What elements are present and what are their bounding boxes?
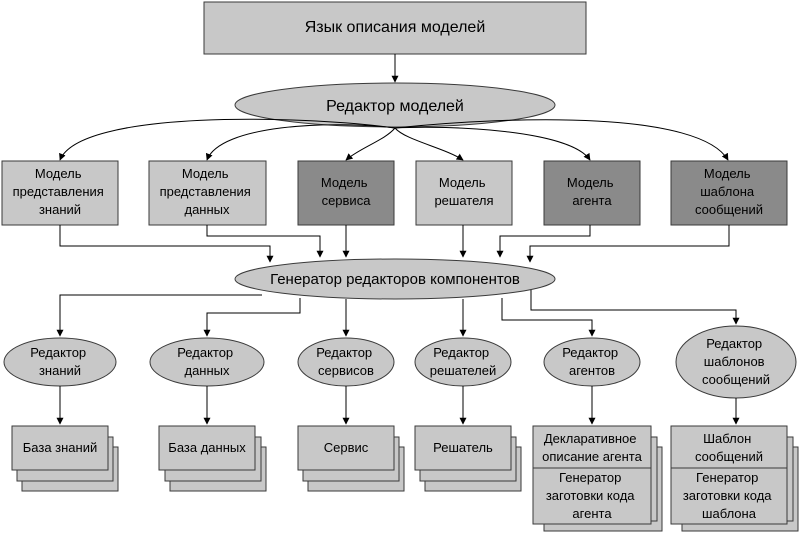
- connector: [501, 298, 596, 337]
- model-editor-ellipse: Редактор моделей: [234, 82, 556, 128]
- model-data-box: Модель представления данных: [148, 160, 267, 226]
- editor-agents-label: Редактор агентов: [562, 345, 622, 378]
- model-solver-box: Модель решателя: [415, 160, 513, 226]
- agent-gen-label: Генератор заготовки кода агента: [546, 470, 638, 521]
- agent-decl-label: Декларативное описание агента: [542, 431, 642, 464]
- editor-services-ellipse: Редактор сервисов: [297, 337, 395, 387]
- model-knowledge-box: Модель представления знаний: [1, 160, 119, 226]
- editor-data-ellipse: Редактор данных: [149, 337, 265, 387]
- knowledge-base-stack: База знаний: [11, 425, 119, 492]
- template-gen-label: Генератор заготовки кода шаблона: [683, 470, 775, 521]
- template-msg-label: Шаблон сообщений: [695, 431, 763, 464]
- connector: [205, 124, 396, 161]
- editor-knowledge-ellipse: Редактор знаний: [3, 337, 117, 387]
- agent-output-stack: Декларативное описание агента Генератор …: [532, 425, 663, 532]
- database-stack: База данных: [158, 425, 267, 492]
- model-language-box: Язык описания моделей: [203, 1, 587, 55]
- connector: [526, 225, 730, 263]
- editor-knowledge-label: Редактор знаний: [30, 345, 90, 378]
- connector: [56, 294, 262, 337]
- model-language-label: Язык описания моделей: [305, 19, 486, 36]
- editor-services-label: Редактор сервисов: [316, 345, 376, 378]
- editor-templates-label: Редактор шаблонов сообщений: [702, 336, 770, 387]
- connector: [496, 225, 591, 258]
- solver-label: Решатель: [433, 440, 493, 455]
- model-template-box: Модель шаблона сообщений: [670, 160, 788, 226]
- editor-solvers-ellipse: Редактор решателей: [414, 337, 512, 387]
- model-template-label: Модель шаблона сообщений: [695, 166, 763, 217]
- connector: [394, 119, 729, 161]
- model-data-label: Модель представления данных: [160, 166, 255, 217]
- service-stack: Сервис: [297, 425, 405, 492]
- knowledge-base-label: База знаний: [23, 440, 98, 455]
- generator-label: Генератор редакторов компонентов: [270, 271, 520, 288]
- connector: [530, 290, 740, 325]
- editor-solvers-label: Редактор решателей: [430, 345, 497, 378]
- model-agent-label: Модель агента: [567, 175, 617, 208]
- editor-data-label: Редактор данных: [177, 345, 237, 378]
- editor-templates-ellipse: Редактор шаблонов сообщений: [675, 325, 797, 399]
- solver-stack: Решатель: [414, 425, 522, 492]
- connector: [394, 127, 464, 161]
- connector: [345, 127, 396, 161]
- model-solver-label: Модель решателя: [434, 175, 493, 208]
- model-editor-label: Редактор моделей: [326, 98, 464, 115]
- model-agent-box: Модель агента: [543, 160, 641, 226]
- template-output-stack: Шаблон сообщений Генератор заготовки код…: [670, 425, 799, 532]
- database-label: База данных: [168, 440, 246, 455]
- model-service-box: Модель сервиса: [297, 160, 395, 226]
- model-knowledge-label: Модель представления знаний: [13, 166, 108, 217]
- connector: [203, 298, 301, 337]
- editor-agents-ellipse: Редактор агентов: [543, 337, 641, 387]
- generator-ellipse: Генератор редакторов компонентов: [234, 258, 556, 300]
- connector: [394, 126, 591, 161]
- connector: [59, 118, 396, 161]
- service-label: Сервис: [324, 440, 369, 455]
- connector: [59, 225, 274, 263]
- connector: [206, 225, 324, 258]
- model-service-label: Модель сервиса: [321, 175, 371, 208]
